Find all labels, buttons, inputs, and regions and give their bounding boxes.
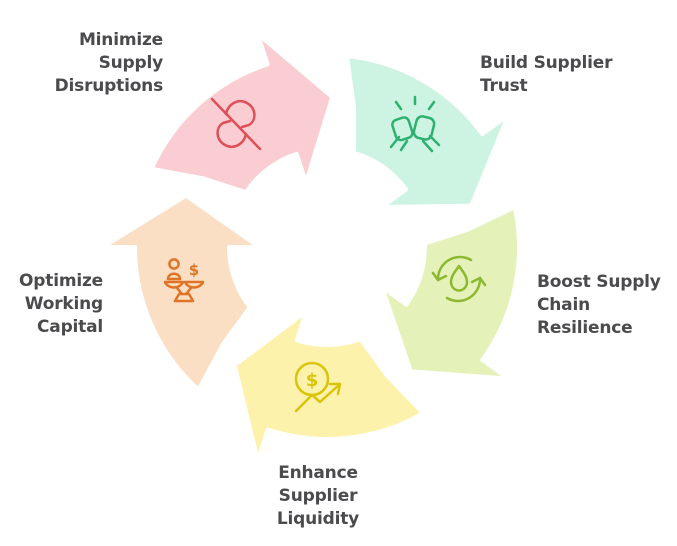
label-minimize-supply-disruptions: Minimize Supply Disruptions <box>54 30 164 96</box>
label-build-supplier-trust: Build Supplier Trust <box>480 53 613 96</box>
broken-link-icon <box>210 97 262 151</box>
dollar-sign: $ <box>306 370 319 391</box>
handshake-icon <box>389 95 441 153</box>
segment-arrow-build-supplier-trust <box>345 54 511 210</box>
label-enhance-supplier-liquidity: Enhance Supplier Liquidity <box>276 463 360 529</box>
balance-scale-icon: $ <box>163 258 205 303</box>
segment-arrow-minimize-supply-disruptions <box>149 32 335 195</box>
label-boost-supply-chain-resilience: Boost Supply Chain Resilience <box>537 272 661 338</box>
label-optimize-working-capital: Optimize Working Capital <box>19 271 103 337</box>
dollar-growth-icon: $ <box>294 361 342 413</box>
dollar-sign: $ <box>189 261 199 279</box>
droplet-cycle-icon <box>431 255 487 303</box>
segment-arrow-boost-supply-chain-resilience <box>380 205 521 381</box>
segment-arrow-enhance-supplier-liquidity <box>232 309 425 462</box>
